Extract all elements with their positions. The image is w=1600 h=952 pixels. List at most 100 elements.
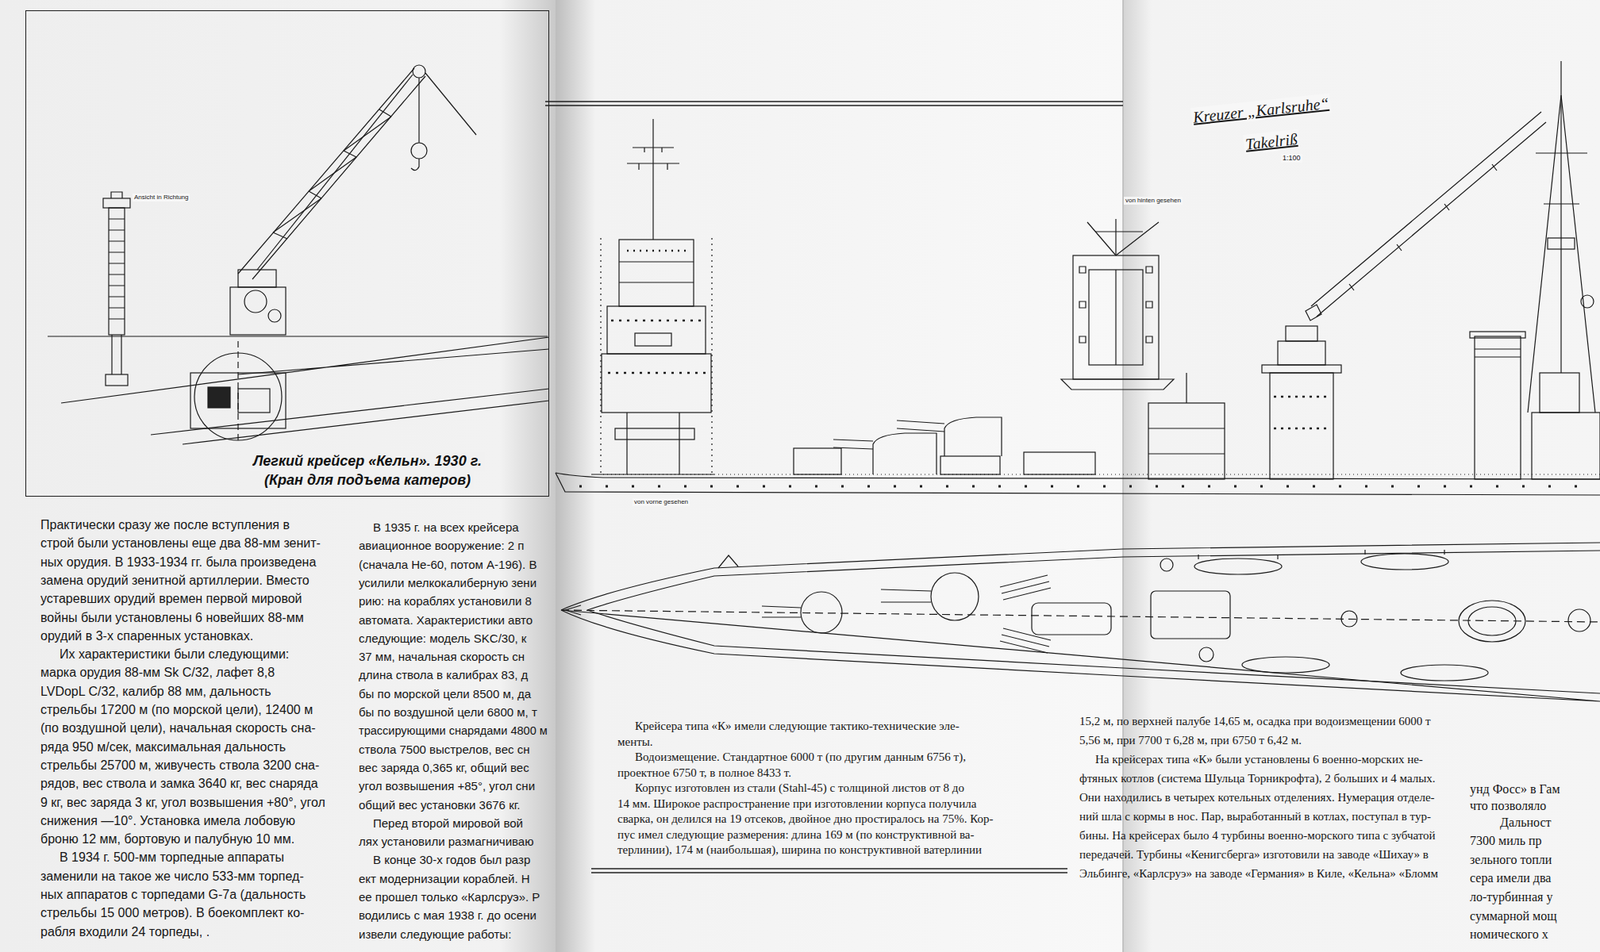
mast-front-view-part — [591, 473, 715, 475]
mast-front-view-part — [607, 306, 706, 354]
body-text-line: ект модернизации кораблей. Н — [358, 872, 531, 888]
ship-profile-part — [793, 448, 842, 475]
ship-profile-part — [1527, 95, 1596, 413]
page-ground-part — [0, 0, 556, 952]
crane-drawing-part — [418, 77, 420, 143]
crane-drawing-part — [47, 335, 548, 337]
crane-drawing-part — [237, 341, 239, 443]
crane-drawing-part — [238, 388, 270, 413]
page-rules — [545, 101, 1124, 874]
body-text-line: Дальност — [1500, 815, 1552, 831]
body-text-line: В 1935 г. на всех крейсера — [373, 520, 520, 536]
body-text-line: рядов, вес ствола и замка 3640 кг, вес с… — [40, 776, 319, 793]
crane-drawing-part — [105, 374, 128, 386]
ship-profile-part — [1023, 452, 1096, 475]
body-text-line: ло-турбинная у — [1469, 889, 1553, 906]
body-text-line: следующие: модель SKC/30, к — [358, 631, 527, 647]
crane-drawing-part — [103, 198, 131, 208]
ship-profile-part — [896, 420, 945, 432]
caption-block: Легкий крейсер «Кельн». 1930 г.(Кран для… — [196, 452, 539, 490]
ship-profile-part — [1311, 111, 1547, 317]
body-text-line: бы по воздушной цели 6800 м, т — [358, 705, 538, 721]
figure-frame: Легкий крейсер «Кельн». 1930 г.(Кран для… — [25, 10, 550, 497]
mast-front-view — [591, 119, 715, 475]
body-text-line: войны были установлены 6 новейших 88-мм — [40, 610, 304, 627]
drawing-note: von vorne gesehen — [632, 498, 690, 507]
body-text-line: ных аппаратов с торпедами G-7a (дальност… — [40, 887, 306, 904]
figure-caption: Легкий крейсер «Кельн». 1930 г. — [250, 452, 485, 471]
body-text-line: лях установили размагничиваю — [358, 834, 534, 850]
body-text-line: 14 мм. Широкое распространение при изгот… — [617, 796, 977, 812]
body-text-line: менты. — [617, 734, 654, 750]
body-text-line: ных орудия. В 1933-1934 гг. была произве… — [40, 554, 316, 571]
mast-front-view-part — [601, 353, 712, 413]
body-text-line: рабля входили 24 торпеды, . — [40, 924, 210, 941]
body-text-line: Водоизмещение. Стандартное 6000 т (по др… — [634, 750, 966, 766]
body-text-line: строй были установлены еще два 88-мм зен… — [40, 535, 321, 552]
crane-drawing-part — [207, 387, 231, 408]
crane-drawing-part — [411, 142, 427, 159]
body-text-line: заменили на такое же число 533-мм торпед… — [40, 869, 304, 885]
ship-plan-part — [1199, 647, 1214, 662]
body-text-line: Практически сразу же после вступления в — [40, 517, 290, 534]
ship-plan-part — [565, 605, 581, 616]
ship-profile — [555, 61, 1600, 496]
body-text-line: Их характеристики были следующими: — [59, 646, 289, 663]
crane-drawing-part — [412, 65, 426, 78]
ship-plan-part — [718, 555, 739, 569]
body-text-line: 5,56 м, при 7700 т 6,28 м, при 6750 т 6,… — [1079, 733, 1302, 749]
drawing-note: Ansicht in Richtung — [132, 193, 190, 202]
page-rules-part — [545, 101, 1124, 106]
ship-plan-part — [930, 573, 979, 621]
ship-profile-part — [940, 456, 1000, 475]
body-text-line: стрельбы 15 000 метров). В боекомплект к… — [40, 905, 304, 922]
ship-profile-part — [579, 485, 1600, 489]
body-text-line: ее прошел только «Карлсруэ». Р — [358, 890, 540, 906]
mast-rear-view-part — [1095, 230, 1143, 232]
ship-profile-part — [1474, 349, 1521, 358]
mast-front-view-part — [607, 320, 707, 374]
ship-plan-part — [561, 610, 1600, 623]
page-ground-part — [555, 0, 1124, 952]
body-text-line: снижения —10°. Установка имела лобовую — [40, 813, 296, 830]
page-ground-part — [1122, 0, 1124, 952]
crane-drawing-part — [108, 219, 125, 320]
body-text-line: (сначала Не-60, потом А-196). В — [358, 557, 537, 574]
mast-front-view-part — [615, 428, 695, 440]
crane-drawing-part — [238, 68, 426, 280]
ship-profile-part — [1560, 61, 1562, 374]
ship-plan-part — [1150, 591, 1231, 639]
mast-front-view-part — [652, 119, 654, 240]
body-text-line: устаревших орудий времен первой мировой — [40, 591, 303, 608]
mast-front-view-part — [634, 333, 672, 347]
ship-plan-part — [1000, 628, 1051, 654]
body-text-line: броню 12 мм, бортовую и палубную 10 мм. — [40, 831, 295, 848]
body-text-line: 7300 миль пр — [1469, 833, 1543, 850]
ship-profile-part — [1531, 412, 1600, 480]
ship-profile-part — [873, 433, 937, 475]
ship-plan-part — [800, 592, 843, 634]
body-text-line: бы по морской цели 8500 м, да — [358, 687, 531, 703]
ship-profile-part — [1277, 341, 1326, 366]
body-text-line: фтяных котлов (система Шульца Торникрофт… — [1079, 771, 1436, 787]
ship-plan-part — [1194, 558, 1282, 575]
crane-drawing-part — [244, 290, 267, 313]
body-text-line: номического х — [1469, 926, 1549, 943]
body-text-line: трассирующими снарядами 4800 м — [358, 723, 548, 739]
ship-profile-part — [555, 473, 1600, 496]
crane-drawing-part — [268, 309, 281, 323]
body-text-line: орудий в 3-х спаренных установках. — [40, 628, 254, 645]
ship-profile-part — [603, 473, 1600, 475]
ship-plan — [561, 542, 1600, 702]
crane-drawing-part — [273, 109, 392, 239]
body-text-line: ний шла с кормы в нос. Пар, выработанный… — [1079, 809, 1431, 825]
body-text-line: 37 мм, начальная скорость сн — [358, 650, 525, 666]
ship-profile-part — [1539, 373, 1580, 413]
body-text-line: длина ствола в калибрах 83, д — [358, 668, 528, 684]
body-text-line: (по воздушной цели), начальная скорость … — [40, 720, 316, 737]
crane-drawing-part — [111, 334, 122, 375]
body-text-line: Крейсера типа «К» имели следующие тактик… — [634, 719, 960, 735]
ship-profile-part — [1185, 373, 1187, 404]
mast-front-view-part — [638, 147, 668, 170]
